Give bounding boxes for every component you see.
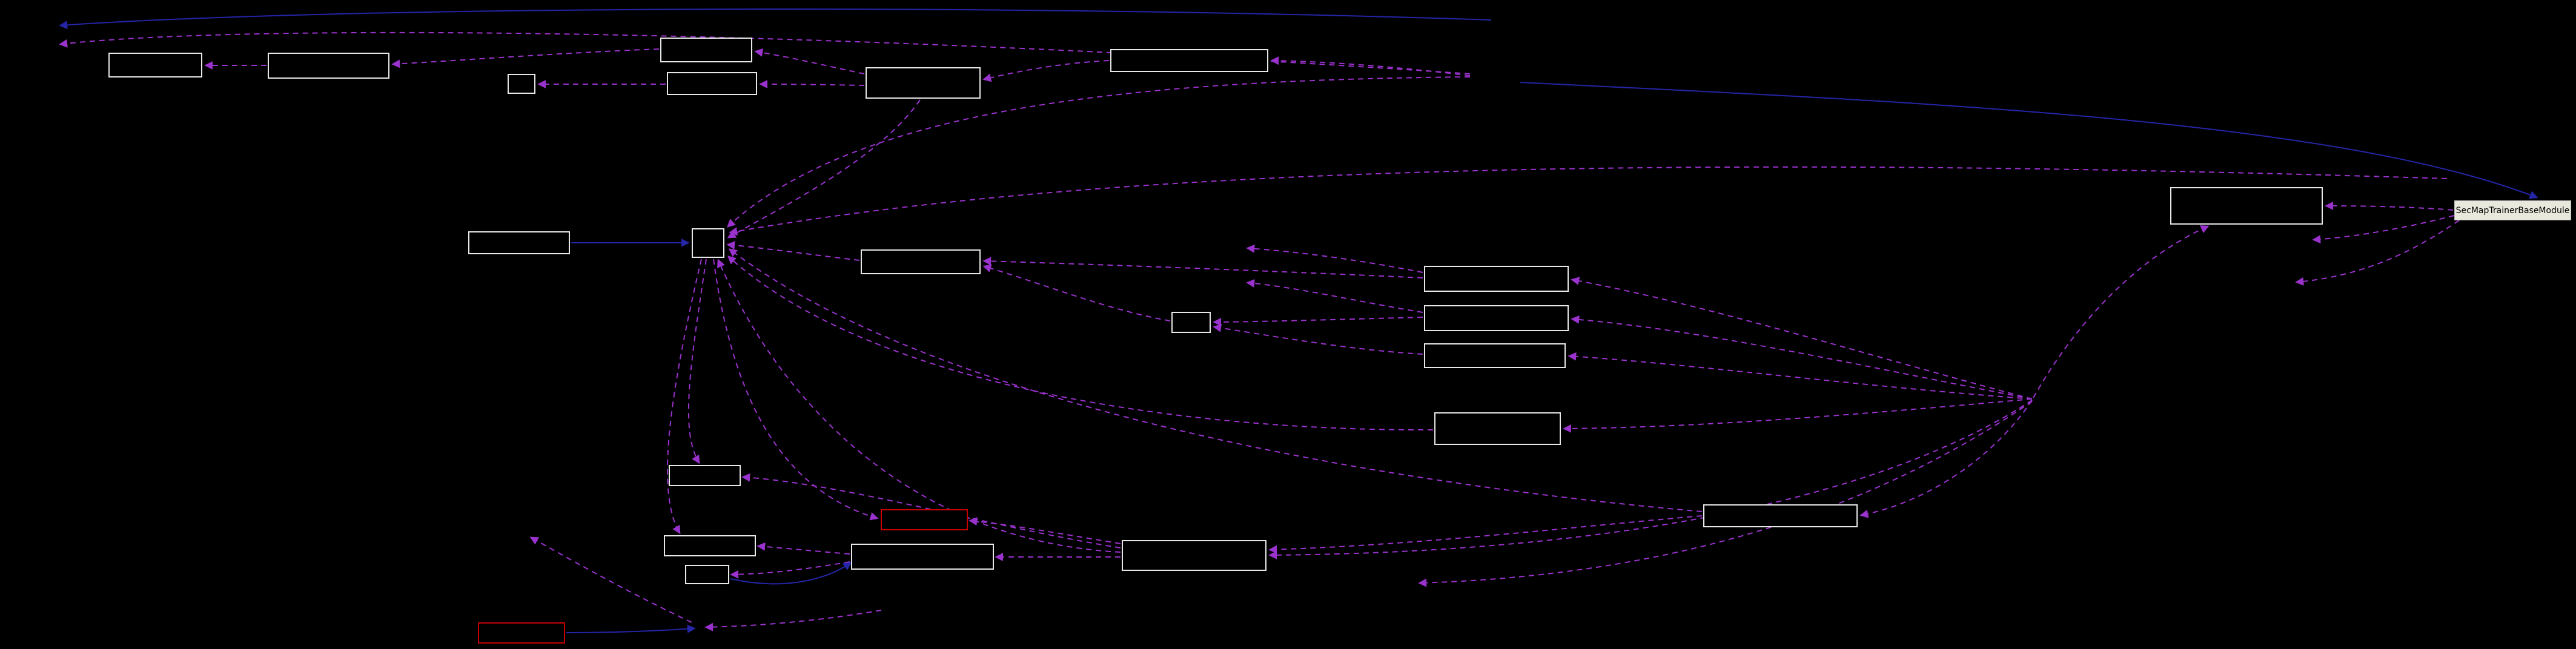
edges-group [59, 8, 2538, 633]
graph-edge-n23-to-n09 [717, 259, 1121, 553]
graph-edge-top-junction-to-n09 [726, 76, 1471, 228]
graph-edge-n24-to-n09 [728, 248, 1703, 512]
graph-edge-n23-to-n18 [741, 473, 1121, 549]
graph-node-n19[interactable] [881, 509, 968, 530]
graph-edge-n21-to-n22 [730, 561, 850, 579]
graph-edge-n09-to-n18 [687, 259, 707, 464]
graph-node-n20[interactable] [664, 535, 756, 556]
graph-edge-n17-to-n16 [2325, 202, 2454, 211]
graph-edge-right-junction-to-n23 [1268, 400, 2033, 559]
graph-node-n21[interactable] [851, 544, 994, 570]
graph-node-n05[interactable] [667, 72, 757, 95]
graph-node-n10[interactable] [861, 249, 981, 274]
graph-edge-n06-to-n09 [727, 99, 921, 239]
graph-edge-right-junction-to-n13 [1571, 315, 2033, 400]
graph-node-n03[interactable] [508, 74, 535, 94]
graph-edge-right-junction-to-n16 [2033, 225, 2210, 398]
graph-edge-n10-to-n09 [726, 241, 860, 261]
graph-node-n24[interactable] [1703, 504, 1858, 527]
graph-node-n15[interactable] [1434, 412, 1561, 445]
graph-edge-top-junction-to-top-left [59, 8, 1492, 30]
graph-node-n04[interactable] [660, 38, 752, 62]
graph-edge-n12-to-n10 [982, 257, 1423, 278]
graph-edge-n23-to-n19 [968, 517, 1121, 544]
graph-node-n06[interactable] [866, 67, 981, 99]
graph-edge-right-junction-to-n24 [1859, 400, 2033, 518]
graph-edge-n14-to-n11 [1213, 323, 1423, 355]
graph-edge-n15-to-n09 [727, 255, 1434, 431]
graph-edge-n17-to-n16 [2312, 215, 2455, 244]
graph-node-n07[interactable] [1110, 49, 1268, 72]
graph-node-n23[interactable] [1122, 540, 1266, 571]
graph-edge-n25-to-lower-junction [566, 624, 696, 633]
graph-edge-n13-to-n11 [1213, 317, 1423, 326]
graph-edge-n17-to-n16 [2295, 220, 2460, 286]
graph-edge-n07-to-n06 [982, 60, 1110, 82]
graph-edge-n11-to-n10 [982, 264, 1171, 321]
graph-node-n22[interactable] [685, 565, 729, 584]
graph-edge-n13-to-mid-left [1246, 279, 1423, 313]
graph-node-n11[interactable] [1171, 312, 1211, 333]
graph-edge-n12-to-mid-left [1246, 244, 1423, 273]
graph-edge-right-junction-to-n15 [1563, 398, 2033, 433]
graph-edge-n06-to-n05 [759, 80, 865, 89]
graph-node-n14[interactable] [1424, 343, 1566, 368]
graph-node-n09[interactable] [692, 228, 724, 258]
graph-edge-n06-to-n04 [754, 48, 865, 74]
graph-node-n08[interactable] [468, 231, 570, 254]
graph-edge-right-junction-to-n12 [1571, 277, 2033, 400]
graph-node-n13[interactable] [1424, 305, 1569, 331]
graph-edge-n09-to-n19 [713, 259, 879, 521]
graph-node-n01[interactable] [108, 53, 202, 77]
graph-edge-n04-to-n02 [391, 48, 660, 68]
graph-edge-mid-lower-to-lower-junction [704, 610, 882, 631]
graph-edge-n22-to-n21 [730, 562, 852, 585]
graph-node-n18[interactable] [669, 465, 741, 486]
graph-node-n02[interactable] [268, 53, 389, 79]
graph-edge-n09-to-n20 [667, 259, 702, 535]
graph-edge-top-junction-to-n07 [1270, 56, 1471, 76]
graph-node-n12[interactable] [1424, 266, 1569, 292]
graph-node-central[interactable]: SecMapTrainerBaseModule [2454, 200, 2571, 220]
graph-node-n16[interactable] [2170, 187, 2323, 225]
graph-edge-n24-to-n23 [1268, 515, 1703, 554]
graph-edge-n17-to-n09 [729, 166, 2448, 236]
graph-edge-right-junction-to-n14 [1568, 352, 2033, 400]
graph-edge-right-junction-to-lower-mid [1418, 401, 2033, 587]
graph-edge-top-junction-to-n17 [1520, 82, 2538, 199]
graph-node-n25[interactable] [478, 622, 565, 644]
graph-edge-n21-to-n20 [757, 542, 850, 555]
